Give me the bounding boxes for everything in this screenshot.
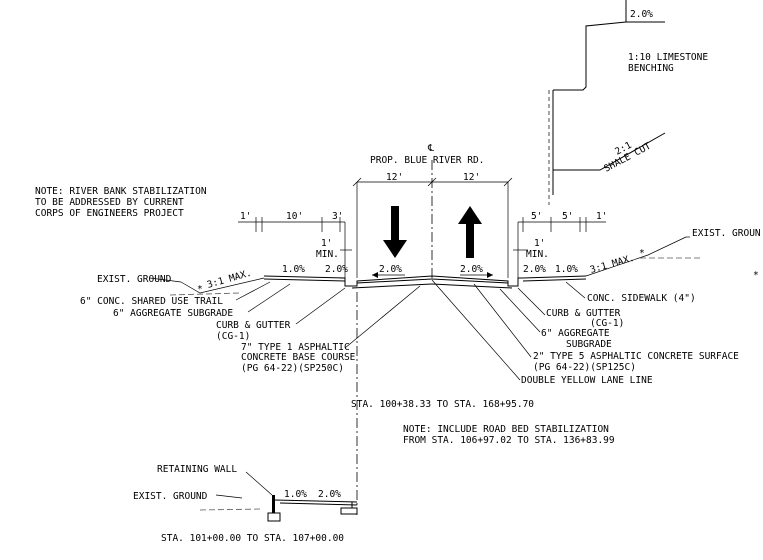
asterisk-left: * — [197, 284, 203, 295]
limestone-label-2: BENCHING — [628, 63, 674, 74]
left-dimension-string — [238, 217, 352, 278]
note-river-3: CORPS OF ENGINEERS PROJECT — [35, 208, 184, 219]
retaining-wall-label: RETAINING WALL — [157, 464, 237, 475]
pct-lane-left: 2.0% — [379, 264, 402, 275]
existing-ground-left — [149, 277, 265, 296]
sta-range-bottom: STA. 101+00.00 TO STA. 107+00.00 — [161, 533, 344, 544]
dim-1ft-left: 1' — [240, 211, 251, 222]
curb-left-label-2: (CG-1) — [216, 331, 250, 342]
lane-right-dim: 12' — [463, 172, 480, 183]
centerline-symbol: ℄ — [427, 143, 435, 154]
surface-label-2: (PG 64-22)(SP125C) — [533, 362, 636, 373]
leader-lines-right — [431, 279, 586, 381]
curb-right-label-1: CURB & GUTTER — [546, 308, 621, 319]
sidewalk-right-label: CONC. SIDEWALK (4") — [587, 293, 696, 304]
base-course-1: 7" TYPE 1 ASPHALTIC — [241, 342, 350, 353]
sta-range-main: STA. 100+38.33 TO STA. 168+95.70 — [351, 399, 534, 410]
pct-shoulder-right: 2.0% — [523, 264, 546, 275]
dim-5ft-b: 5' — [562, 211, 573, 222]
limestone-label-1: 1:10 LIMESTONE — [628, 52, 708, 63]
pct-shoulder-left: 2.0% — [325, 264, 348, 275]
pct-lane-right: 2.0% — [460, 264, 483, 275]
asterisk-right: * — [639, 248, 645, 259]
base-course-3: (PG 64-22)(SP250C) — [241, 363, 344, 374]
retaining-wall-section — [199, 471, 358, 522]
min-left-1: 1' — [321, 238, 332, 249]
dim-5ft-a: 5' — [531, 211, 542, 222]
agg-sub-left-label: 6" AGGREGATE SUBGRADE — [113, 308, 233, 319]
slope-right-max: 3:1 MAX. — [589, 253, 636, 276]
base-course-2: CONCRETE BASE COURSE — [241, 352, 356, 363]
note-road-1: NOTE: INCLUDE ROAD BED STABILIZATION — [403, 424, 609, 435]
agg-sub-right-2: SUBGRADE — [566, 339, 612, 350]
exist-ground-right-label: EXIST. GROUN — [692, 228, 761, 239]
exist-ground-bottom-label: EXIST. GROUND — [133, 491, 208, 502]
existing-ground-right — [585, 236, 700, 277]
pct-trail-left: 1.0% — [282, 264, 305, 275]
min-left-2: MIN. — [316, 249, 339, 260]
right-dimension-string — [513, 217, 606, 278]
dim-3ft: 3' — [332, 211, 343, 222]
leader-lines-left — [235, 281, 421, 349]
northbound-arrow — [458, 206, 482, 258]
pct-sidewalk-right: 1.0% — [555, 264, 578, 275]
lane-dimensions — [352, 177, 513, 278]
note-river-2: TO BE ADDRESSED BY CURRENT — [35, 197, 184, 208]
lane-line-label: DOUBLE YELLOW LANE LINE — [521, 375, 653, 386]
asterisk-far: * — [753, 270, 759, 281]
slope-arrows — [372, 272, 493, 278]
slope-top-label: 2.0% — [630, 9, 653, 20]
agg-sub-right-1: 6" AGGREGATE — [541, 328, 610, 339]
trail-label: 6" CONC. SHARED USE TRAIL — [80, 296, 223, 307]
pct-bottom-1: 1.0% — [284, 489, 307, 500]
pct-bottom-2: 2.0% — [318, 489, 341, 500]
southbound-arrow — [383, 206, 407, 258]
surface-label-1: 2" TYPE 5 ASPHALTIC CONCRETE SURFACE — [533, 351, 739, 362]
dim-10ft: 10' — [286, 211, 303, 222]
lane-left-dim: 12' — [386, 172, 403, 183]
note-road-2: FROM STA. 106+97.02 TO STA. 136+83.99 — [403, 435, 615, 446]
road-name: PROP. BLUE RIVER RD. — [370, 155, 484, 166]
rock-cut-profile — [548, 0, 666, 205]
curb-left-label-1: CURB & GUTTER — [216, 320, 291, 331]
note-river-1: NOTE: RIVER BANK STABILIZATION — [35, 186, 207, 197]
exist-ground-left-label: EXIST. GROUND — [97, 274, 172, 285]
road-section — [263, 275, 587, 289]
min-right-2: MIN. — [526, 249, 549, 260]
curb-right-label-2: (CG-1) — [590, 318, 624, 329]
dim-1ft-right: 1' — [596, 211, 607, 222]
slope-left-max: 3:1 MAX. — [206, 268, 253, 291]
min-right-1: 1' — [534, 238, 545, 249]
